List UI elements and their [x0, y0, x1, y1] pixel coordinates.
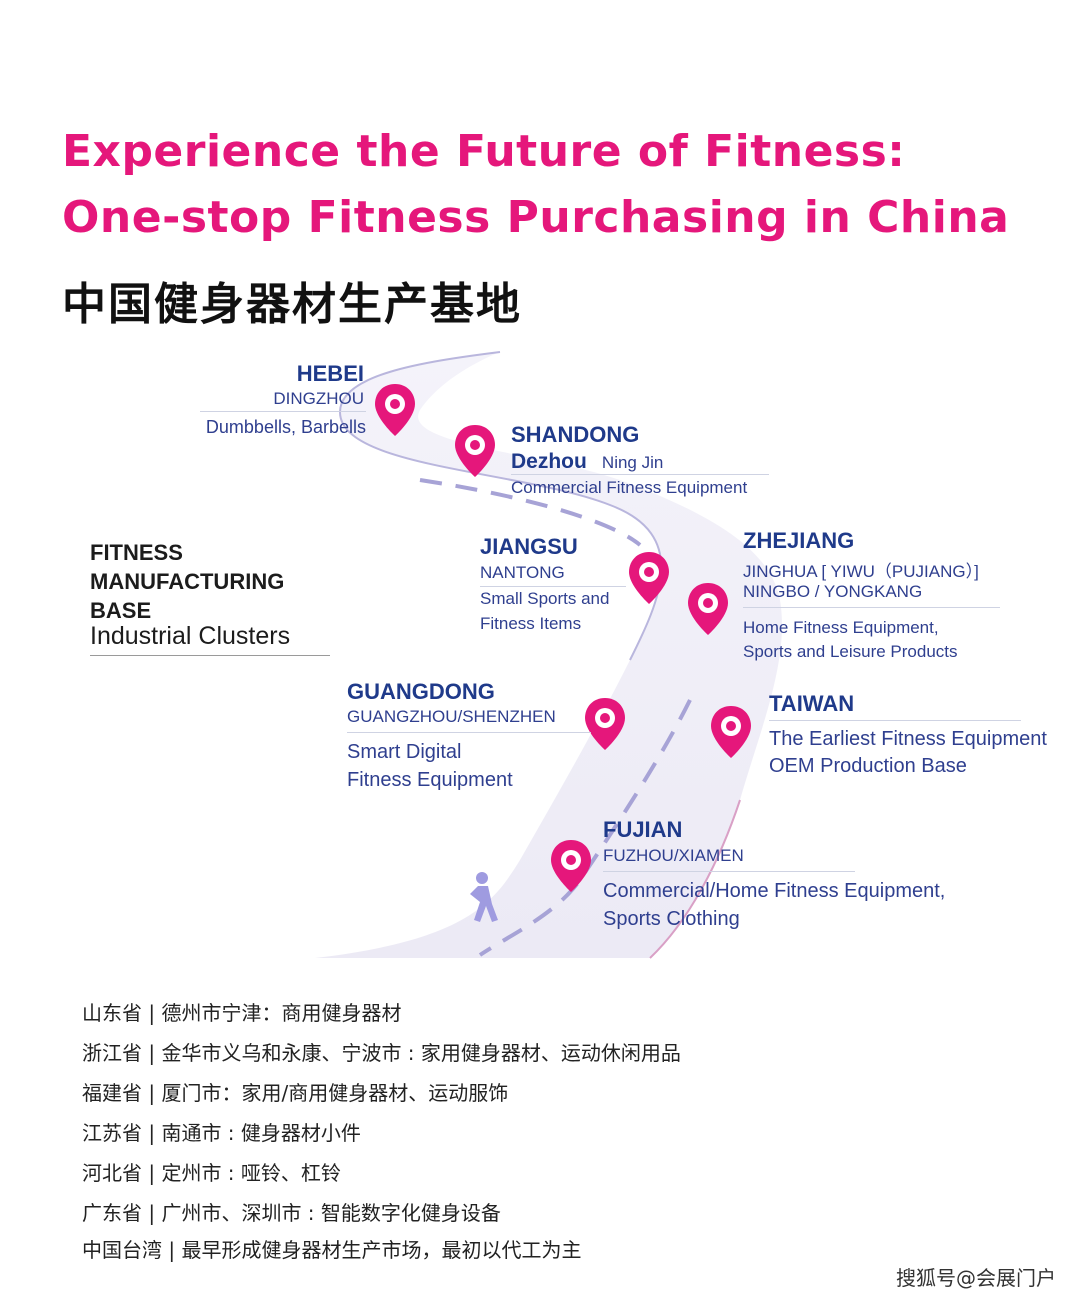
region-guangdong: GUANGDONG: [347, 679, 495, 704]
desc-jiangsu-1: Small Sports and: [480, 589, 610, 608]
city-shandong-bold: Dezhou: [511, 450, 587, 473]
label-manufacturing: MANUFACTURING: [90, 569, 285, 594]
chinese-summary-list: 山东省 | 德州市宁津：商用健身器材 浙江省 | 金华市义乌和永康、宁波市 : …: [82, 996, 681, 1273]
divider: [769, 720, 1021, 721]
region-shandong: SHANDONG: [511, 422, 640, 447]
desc-taiwan-2: OEM Production Base: [769, 755, 967, 777]
desc-guangdong-2: Fitness Equipment: [347, 769, 513, 791]
region-taiwan: TAIWAN: [769, 691, 855, 716]
divider: [511, 474, 769, 475]
runner-icon: [470, 872, 498, 922]
list-item: 福建省 | 厦门市：家用/商用健身器材、运动服饰: [82, 1081, 509, 1105]
city-shandong: Ning Jin: [601, 453, 664, 472]
city-zhejiang-2: NINGBO / YONGKANG: [743, 582, 923, 601]
map-pin-icon: [585, 698, 625, 750]
list-item: 江苏省 | 南通市 : 健身器材小件: [82, 1121, 361, 1145]
map-pin-icon: [551, 840, 591, 892]
region-hebei: HEBEI: [296, 361, 364, 386]
list-item: 浙江省 | 金华市义乌和永康、宁波市 : 家用健身器材、运动休闲用品: [82, 1041, 681, 1065]
region-fujian: FUJIAN: [603, 817, 683, 842]
winding-road-graphic: [315, 351, 782, 959]
city-zhejiang-1: JINGHUA [ YIWU（PUJIANG）]: [743, 562, 979, 581]
desc-zhejiang-1: Home Fitness Equipment,: [743, 618, 939, 637]
desc-fujian-2: Sports Clothing: [603, 908, 740, 930]
map-pin-icon: [688, 583, 728, 635]
divider: [90, 655, 330, 656]
desc-jiangsu-2: Fitness Items: [480, 614, 582, 633]
city-shandong-row: Dezhou Ning Jin: [511, 450, 663, 474]
desc-zhejiang-2: Sports and Leisure Products: [743, 642, 958, 661]
city-jiangsu: NANTONG: [480, 563, 565, 582]
label-fitness: FITNESS: [90, 540, 183, 565]
list-item: 山东省 | 德州市宁津：商用健身器材: [82, 1001, 402, 1025]
desc-shandong: Commercial Fitness Equipment: [511, 478, 748, 497]
divider: [480, 586, 626, 587]
map-pin-icon: [375, 384, 415, 436]
list-item: 河北省 | 定州市 : 哑铃、杠铃: [82, 1161, 341, 1185]
road-edge-right: [649, 799, 741, 959]
divider: [603, 871, 855, 872]
desc-hebei: Dumbbells, Barbells: [205, 417, 366, 437]
region-zhejiang: ZHEJIANG: [743, 528, 855, 553]
divider: [743, 607, 1000, 608]
map-pin-icon: [455, 425, 495, 477]
city-hebei: DINGZHOU: [273, 389, 364, 408]
list-item: 中国台湾 | 最早形成健身器材生产市场，最初以代工为主: [82, 1238, 582, 1262]
road-surface: [315, 352, 782, 958]
map-pin-icon: [711, 706, 751, 758]
region-jiangsu: JIANGSU: [480, 534, 578, 559]
city-fujian: FUZHOU/XIAMEN: [603, 846, 744, 865]
desc-guangdong-1: Smart Digital: [347, 741, 462, 763]
divider: [200, 411, 366, 412]
label-base: BASE: [90, 598, 152, 623]
list-item: 广东省 | 广州市、深圳市 : 智能数字化健身设备: [82, 1201, 501, 1225]
headline-line-2: One-stop Fitness Purchasing in China: [62, 192, 1010, 243]
desc-fujian-1: Commercial/Home Fitness Equipment,: [603, 880, 946, 902]
desc-taiwan-1: The Earliest Fitness Equipment: [769, 728, 1047, 750]
divider: [347, 732, 591, 733]
headline-line-1: Experience the Future of Fitness:: [62, 126, 906, 177]
road-center-dashes: [419, 478, 692, 957]
watermark: 搜狐号@会展门户: [896, 1266, 1056, 1290]
map-pin-icon: [629, 552, 669, 604]
chinese-title: 中国健身器材生产基地: [62, 279, 522, 330]
label-industrial-clusters: Industrial Clusters: [90, 622, 291, 650]
city-guangdong: GUANGZHOU/SHENZHEN: [347, 707, 556, 726]
